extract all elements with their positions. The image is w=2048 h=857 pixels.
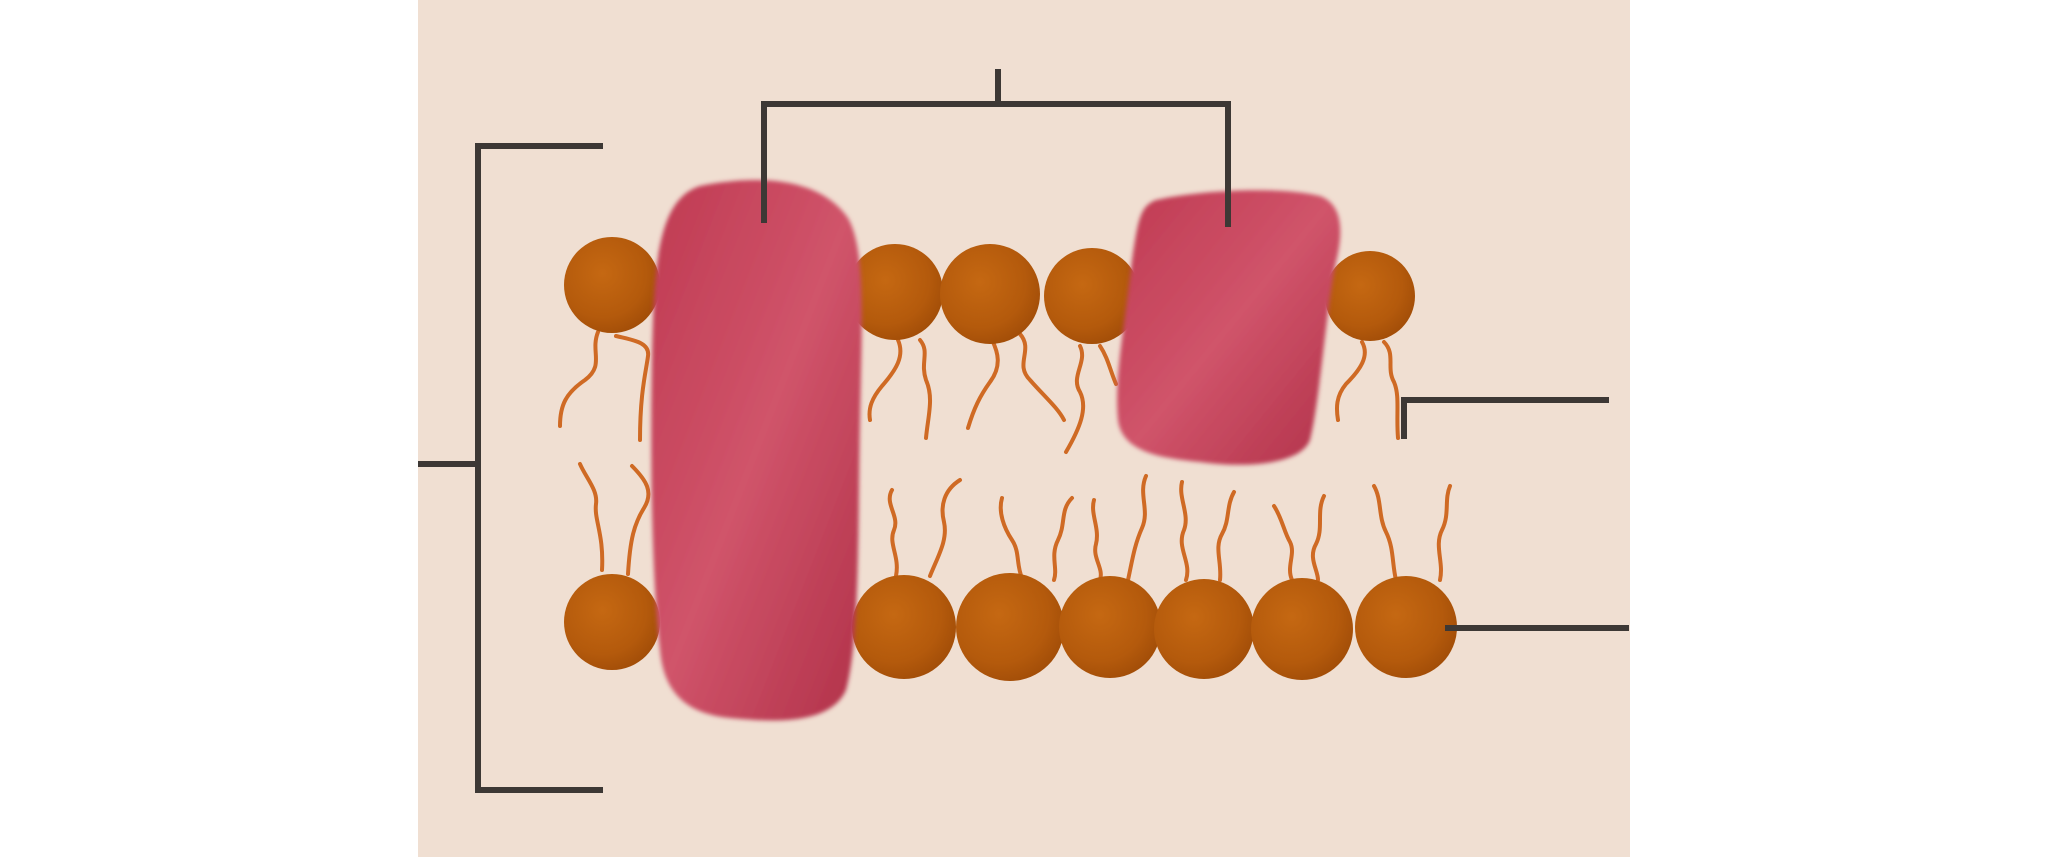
- lipid-tail: [1382, 340, 1400, 440]
- phospholipid-head: [564, 237, 660, 333]
- lipid-tail: [918, 338, 933, 440]
- bilayer-bracket: [475, 143, 603, 793]
- upper-leaflet-heads: [564, 237, 1415, 344]
- phospholipid-head: [1355, 576, 1457, 678]
- lipid-tail: [1018, 332, 1066, 422]
- peripheral-protein: [1117, 190, 1341, 465]
- phospholipid-head: [1044, 248, 1140, 344]
- lipid-tail: [1372, 484, 1398, 582]
- lipid-tail: [558, 330, 600, 428]
- lipid-tail: [867, 338, 903, 422]
- phospholipid-head: [1059, 576, 1161, 678]
- lipid-tail: [1436, 484, 1452, 582]
- leader-lines: [418, 69, 1629, 793]
- phospholipid-head: [956, 573, 1064, 681]
- diagram-panel: [418, 0, 1630, 857]
- phospholipid-head: [1154, 579, 1254, 679]
- phospholipid-head: [940, 244, 1040, 344]
- lower-leaflet-heads: [564, 573, 1457, 681]
- lipid-tail: [1216, 490, 1236, 582]
- lipid-tail: [1335, 340, 1367, 422]
- phospholipid-head: [564, 574, 660, 670]
- phospholipid-head: [847, 244, 943, 340]
- membrane-diagram: [418, 0, 1630, 857]
- lipid-tail: [928, 478, 962, 578]
- lipid-tails: [558, 330, 1452, 582]
- lipid-tail: [1310, 494, 1326, 582]
- integral-protein: [651, 180, 862, 721]
- lipid-tail: [1091, 498, 1103, 582]
- lipid-tail: [1052, 496, 1074, 582]
- lipid-tail: [1272, 504, 1294, 582]
- lipid-tail: [626, 464, 651, 576]
- lipid-tail: [998, 496, 1024, 580]
- phospholipid-head: [1251, 578, 1353, 680]
- lipid-tail: [966, 338, 1000, 430]
- lipid-tail: [1098, 344, 1118, 386]
- phospholipid-head: [852, 575, 956, 679]
- lipid-tail: [578, 462, 605, 572]
- diagram-background: [418, 0, 1630, 857]
- lipid-tail: [1179, 480, 1190, 582]
- lipid-tail: [614, 334, 651, 442]
- lipid-tail: [887, 488, 899, 578]
- phospholipid-head: [1325, 251, 1415, 341]
- lipid-tail: [1064, 344, 1086, 454]
- lipid-tail: [1126, 474, 1148, 582]
